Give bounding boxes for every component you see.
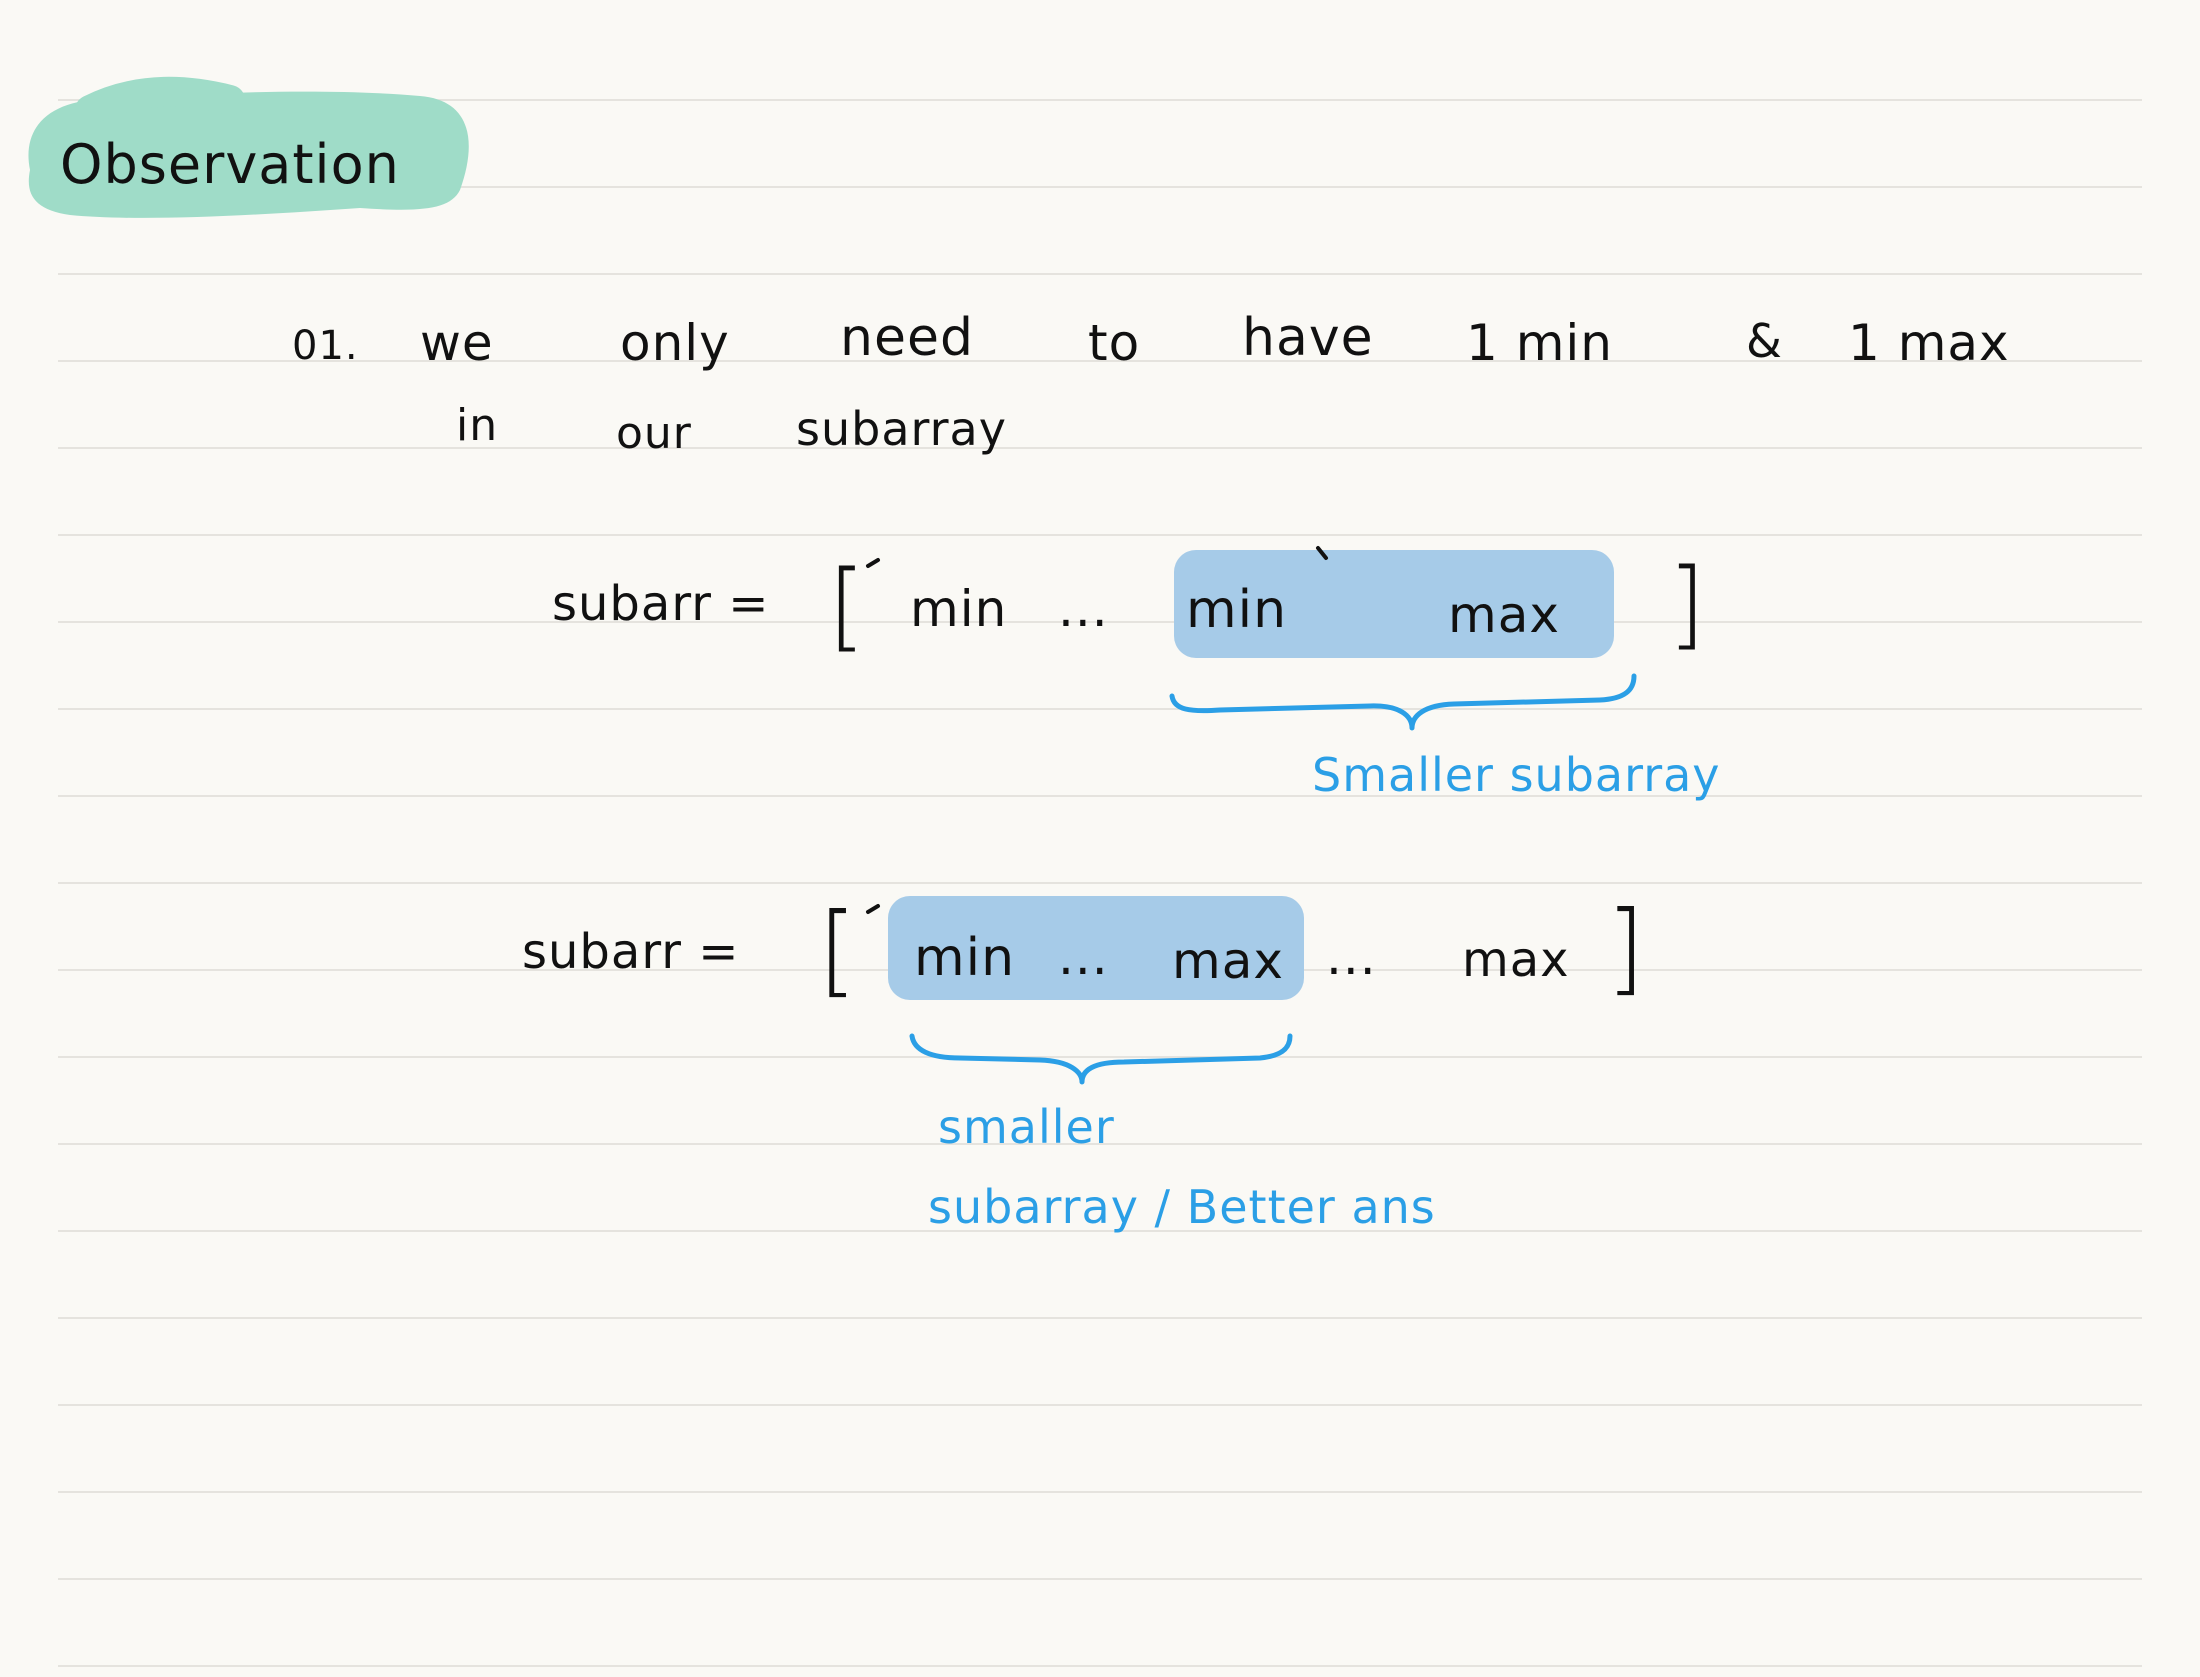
word-need: need bbox=[840, 308, 974, 368]
word-subarray: subarray bbox=[796, 402, 1007, 456]
word-only: only bbox=[620, 314, 730, 372]
note-smaller: smaller bbox=[938, 1100, 1115, 1154]
word-our: our bbox=[616, 408, 692, 459]
close-bracket-1: ] bbox=[1668, 548, 1707, 660]
open-bracket-2: [ bbox=[818, 891, 859, 1008]
note-subarray-better-ans: subarray / Better ans bbox=[928, 1180, 1436, 1234]
highlight-smaller-subarray-1 bbox=[1174, 550, 1614, 658]
highlighted-min-1: min bbox=[1186, 580, 1288, 640]
word-one-min: 1 min bbox=[1466, 314, 1613, 372]
word-we: we bbox=[420, 314, 494, 372]
highlighted-max-2: max bbox=[1172, 932, 1284, 990]
subarr-label-1: subarr = bbox=[552, 576, 770, 632]
last-max-2: max bbox=[1462, 932, 1570, 988]
subarr-label-2: subarr = bbox=[522, 924, 740, 980]
word-in: in bbox=[456, 400, 499, 451]
word-ampersand: & bbox=[1746, 314, 1783, 368]
highlighted-max-1: max bbox=[1448, 586, 1560, 644]
highlighted-min-2: min bbox=[914, 928, 1016, 988]
dots-1: ... bbox=[1058, 580, 1109, 638]
heading: Observation bbox=[60, 133, 400, 196]
dots-2b: ... bbox=[1326, 928, 1377, 986]
item-number: 01. bbox=[292, 323, 359, 369]
word-to: to bbox=[1088, 314, 1141, 372]
open-bracket-1: [ bbox=[828, 550, 867, 662]
word-one-max: 1 max bbox=[1848, 314, 2010, 372]
word-have: have bbox=[1242, 308, 1374, 368]
highlight-smaller-subarray-2 bbox=[888, 896, 1304, 1000]
close-bracket-2: ] bbox=[1606, 889, 1647, 1006]
note-smaller-subarray: Smaller subarray bbox=[1312, 748, 1721, 802]
dots-2a: ... bbox=[1058, 928, 1109, 986]
first-min-1: min bbox=[910, 580, 1008, 638]
